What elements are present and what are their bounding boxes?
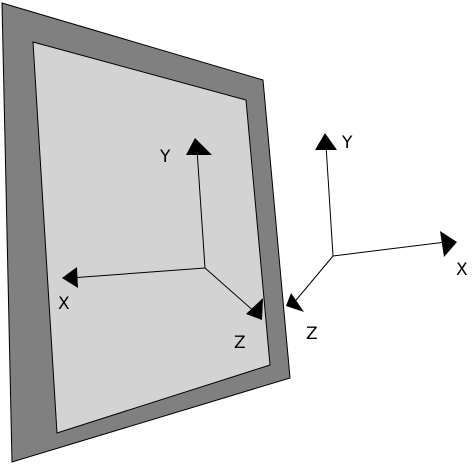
panel-x-arrowhead (62, 267, 78, 288)
panel-z-label: Z (234, 333, 246, 353)
world-x-label: X (456, 260, 468, 280)
world-x-axis (332, 241, 447, 257)
panel-x-axis (69, 267, 206, 279)
world-z-arrowhead (286, 293, 304, 312)
panel-x-label: X (58, 294, 70, 314)
panel-y-axis (196, 149, 206, 269)
world-x-arrowhead (440, 231, 457, 257)
panel-inner-surface (32, 41, 271, 434)
panel-y-label: Y (159, 147, 171, 167)
world-y-arrowhead (315, 133, 337, 150)
world-axes: Y X Z (286, 133, 468, 344)
world-y-axis (325, 144, 334, 257)
panel-z-arrowhead (246, 298, 263, 320)
panel-y-arrowhead (186, 138, 212, 155)
world-z-axis (291, 255, 334, 306)
panel-z-axis (204, 267, 257, 314)
panel (1, 2, 291, 463)
world-z-label: Z (306, 324, 318, 344)
panel-axes: Y X Z (58, 138, 263, 353)
world-y-label: Y (341, 133, 353, 153)
